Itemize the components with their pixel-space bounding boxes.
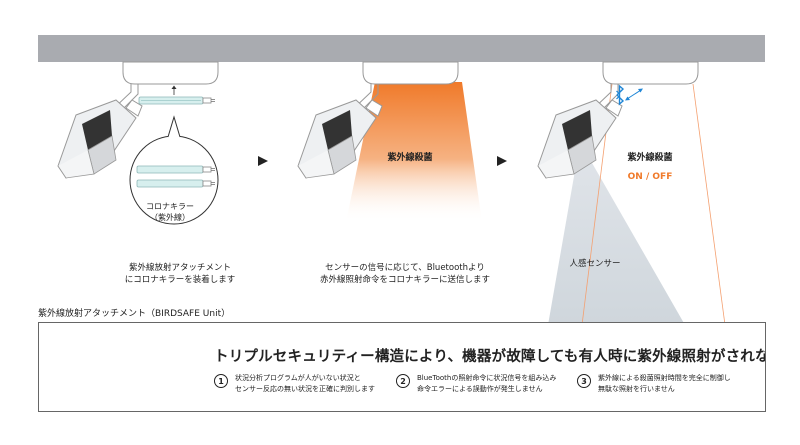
step2-caption: センサーの信号に応じて、Bluetoothより 赤外線照射命令をコロナキラーに送… — [305, 262, 505, 286]
caption-line: 赤外線照射命令をコロナキラーに送信します — [319, 275, 490, 285]
lamp-callout — [129, 115, 219, 225]
lamp-label-line: コロナキラー — [146, 202, 194, 211]
uv-beam — [346, 82, 482, 222]
feature-item: 1 状況分析プログラムが人がいない状況と センサー反応の無い状況を正確に判別しま… — [214, 373, 375, 395]
safety-headline: トリプルセキュリティー構造により、機器が故障しても有人時に紫外線照射がされない安… — [214, 349, 765, 365]
number-badge: 1 — [214, 374, 228, 388]
uv-lamp-upper — [138, 85, 215, 105]
feature-text: センサー反応の無い状況を正確に判別します — [235, 385, 375, 393]
caption-line: にコロナキラーを装着します — [124, 275, 236, 285]
step2-uv-label: 紫外線殺菌 — [387, 153, 433, 163]
ceiling — [38, 35, 765, 62]
uv-lamp-label: コロナキラー （紫外線） — [130, 201, 210, 223]
sensor-detection-field — [548, 142, 685, 325]
bluetooth-icon — [616, 84, 625, 106]
step2-device — [297, 61, 459, 179]
feature-text: 無駄な照射を行いません — [598, 385, 675, 393]
feature-text: BlueToothの照射命令に状況信号を組み込み — [417, 374, 557, 382]
caption-line: センサーの信号に応じて、Bluetoothより — [325, 263, 485, 273]
step1-device — [57, 61, 219, 179]
feature-text: 紫外線による殺菌照射時間を完全に制御し — [598, 374, 731, 382]
unit-feature-panel: トリプルセキュリティー構造により、機器が故障しても有人時に紫外線照射がされない安… — [38, 322, 766, 412]
arrow-right-icon — [497, 156, 507, 166]
number-badge: 2 — [396, 374, 410, 388]
step1-caption: 紫外線放射アタッチメント にコロナキラーを装着します — [95, 262, 265, 286]
step3-uv-label: 紫外線殺菌 — [627, 153, 673, 163]
arrow-right-icon — [258, 156, 268, 166]
feature-text: 状況分析プログラムが人がいない状況と — [235, 374, 361, 382]
feature-text: 命令エラーによる誤動作が発生しません — [417, 385, 543, 393]
signal-arrow-icon — [625, 88, 643, 101]
caption-line: 紫外線放射アタッチメント — [128, 263, 231, 273]
number-badge: 3 — [577, 374, 591, 388]
lamp-label-line: （紫外線） — [150, 213, 190, 222]
unit-section-title: 紫外線放射アタッチメント（BIRDSAFE Unit） — [38, 309, 231, 319]
feature-item: 3 紫外線による殺菌照射時間を完全に制御し 無駄な照射を行いません — [577, 373, 731, 395]
feature-item: 2 BlueToothの照射命令に状況信号を組み込み 命令エラーによる誤動作が発… — [396, 373, 556, 395]
motion-sensor-label: 人感センサー — [569, 259, 621, 269]
step3-device — [537, 61, 699, 179]
uv-status-label: ON / OFF — [627, 172, 673, 182]
